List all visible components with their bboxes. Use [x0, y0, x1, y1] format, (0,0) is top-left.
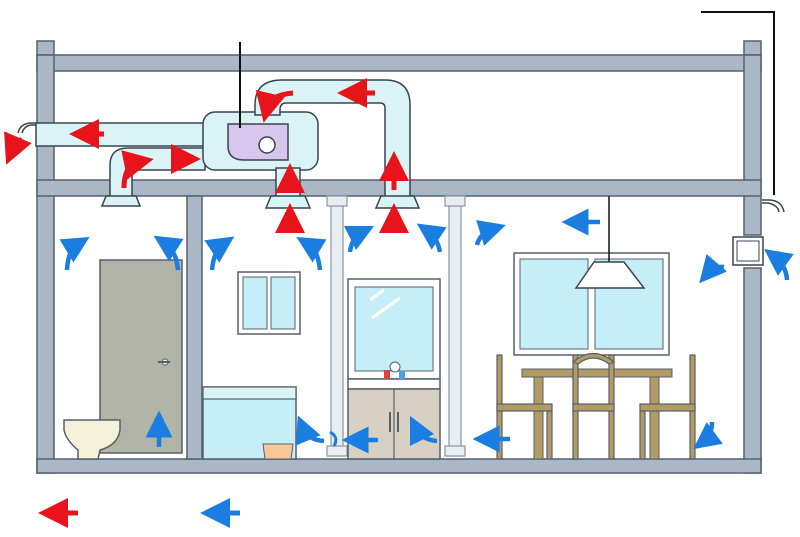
- ceiling-grilles: [100, 195, 421, 209]
- exhaust-duct-horizontal: [35, 122, 212, 147]
- exhaust-arrows: [4, 78, 409, 233]
- fan-unit: [227, 123, 289, 161]
- grille-washroom: [374, 195, 421, 209]
- outer-wall-right-lower: [743, 267, 762, 474]
- outer-wall-right-upper: [743, 54, 762, 236]
- toilet-bowl: [63, 419, 121, 460]
- pendant-lamp: [574, 261, 646, 289]
- column-right: [448, 197, 462, 457]
- toilet-room: [63, 259, 183, 460]
- columns: [326, 195, 466, 457]
- grille-toilet: [100, 195, 142, 207]
- bathroom: [202, 271, 301, 460]
- grille-bathroom: [264, 195, 312, 209]
- outer-wall-left: [36, 54, 55, 474]
- roof-slab: [36, 54, 762, 72]
- partition-wall: [186, 195, 203, 460]
- dining-room: [496, 196, 696, 460]
- floor-slab: [36, 458, 762, 474]
- fresh-air-arrows: [59, 208, 794, 454]
- bath-stool: [262, 443, 294, 460]
- exhaust-hood-left: [17, 122, 36, 134]
- vanity: [347, 278, 441, 460]
- fresh-air-inlet: [701, 11, 785, 266]
- column-left: [330, 197, 344, 457]
